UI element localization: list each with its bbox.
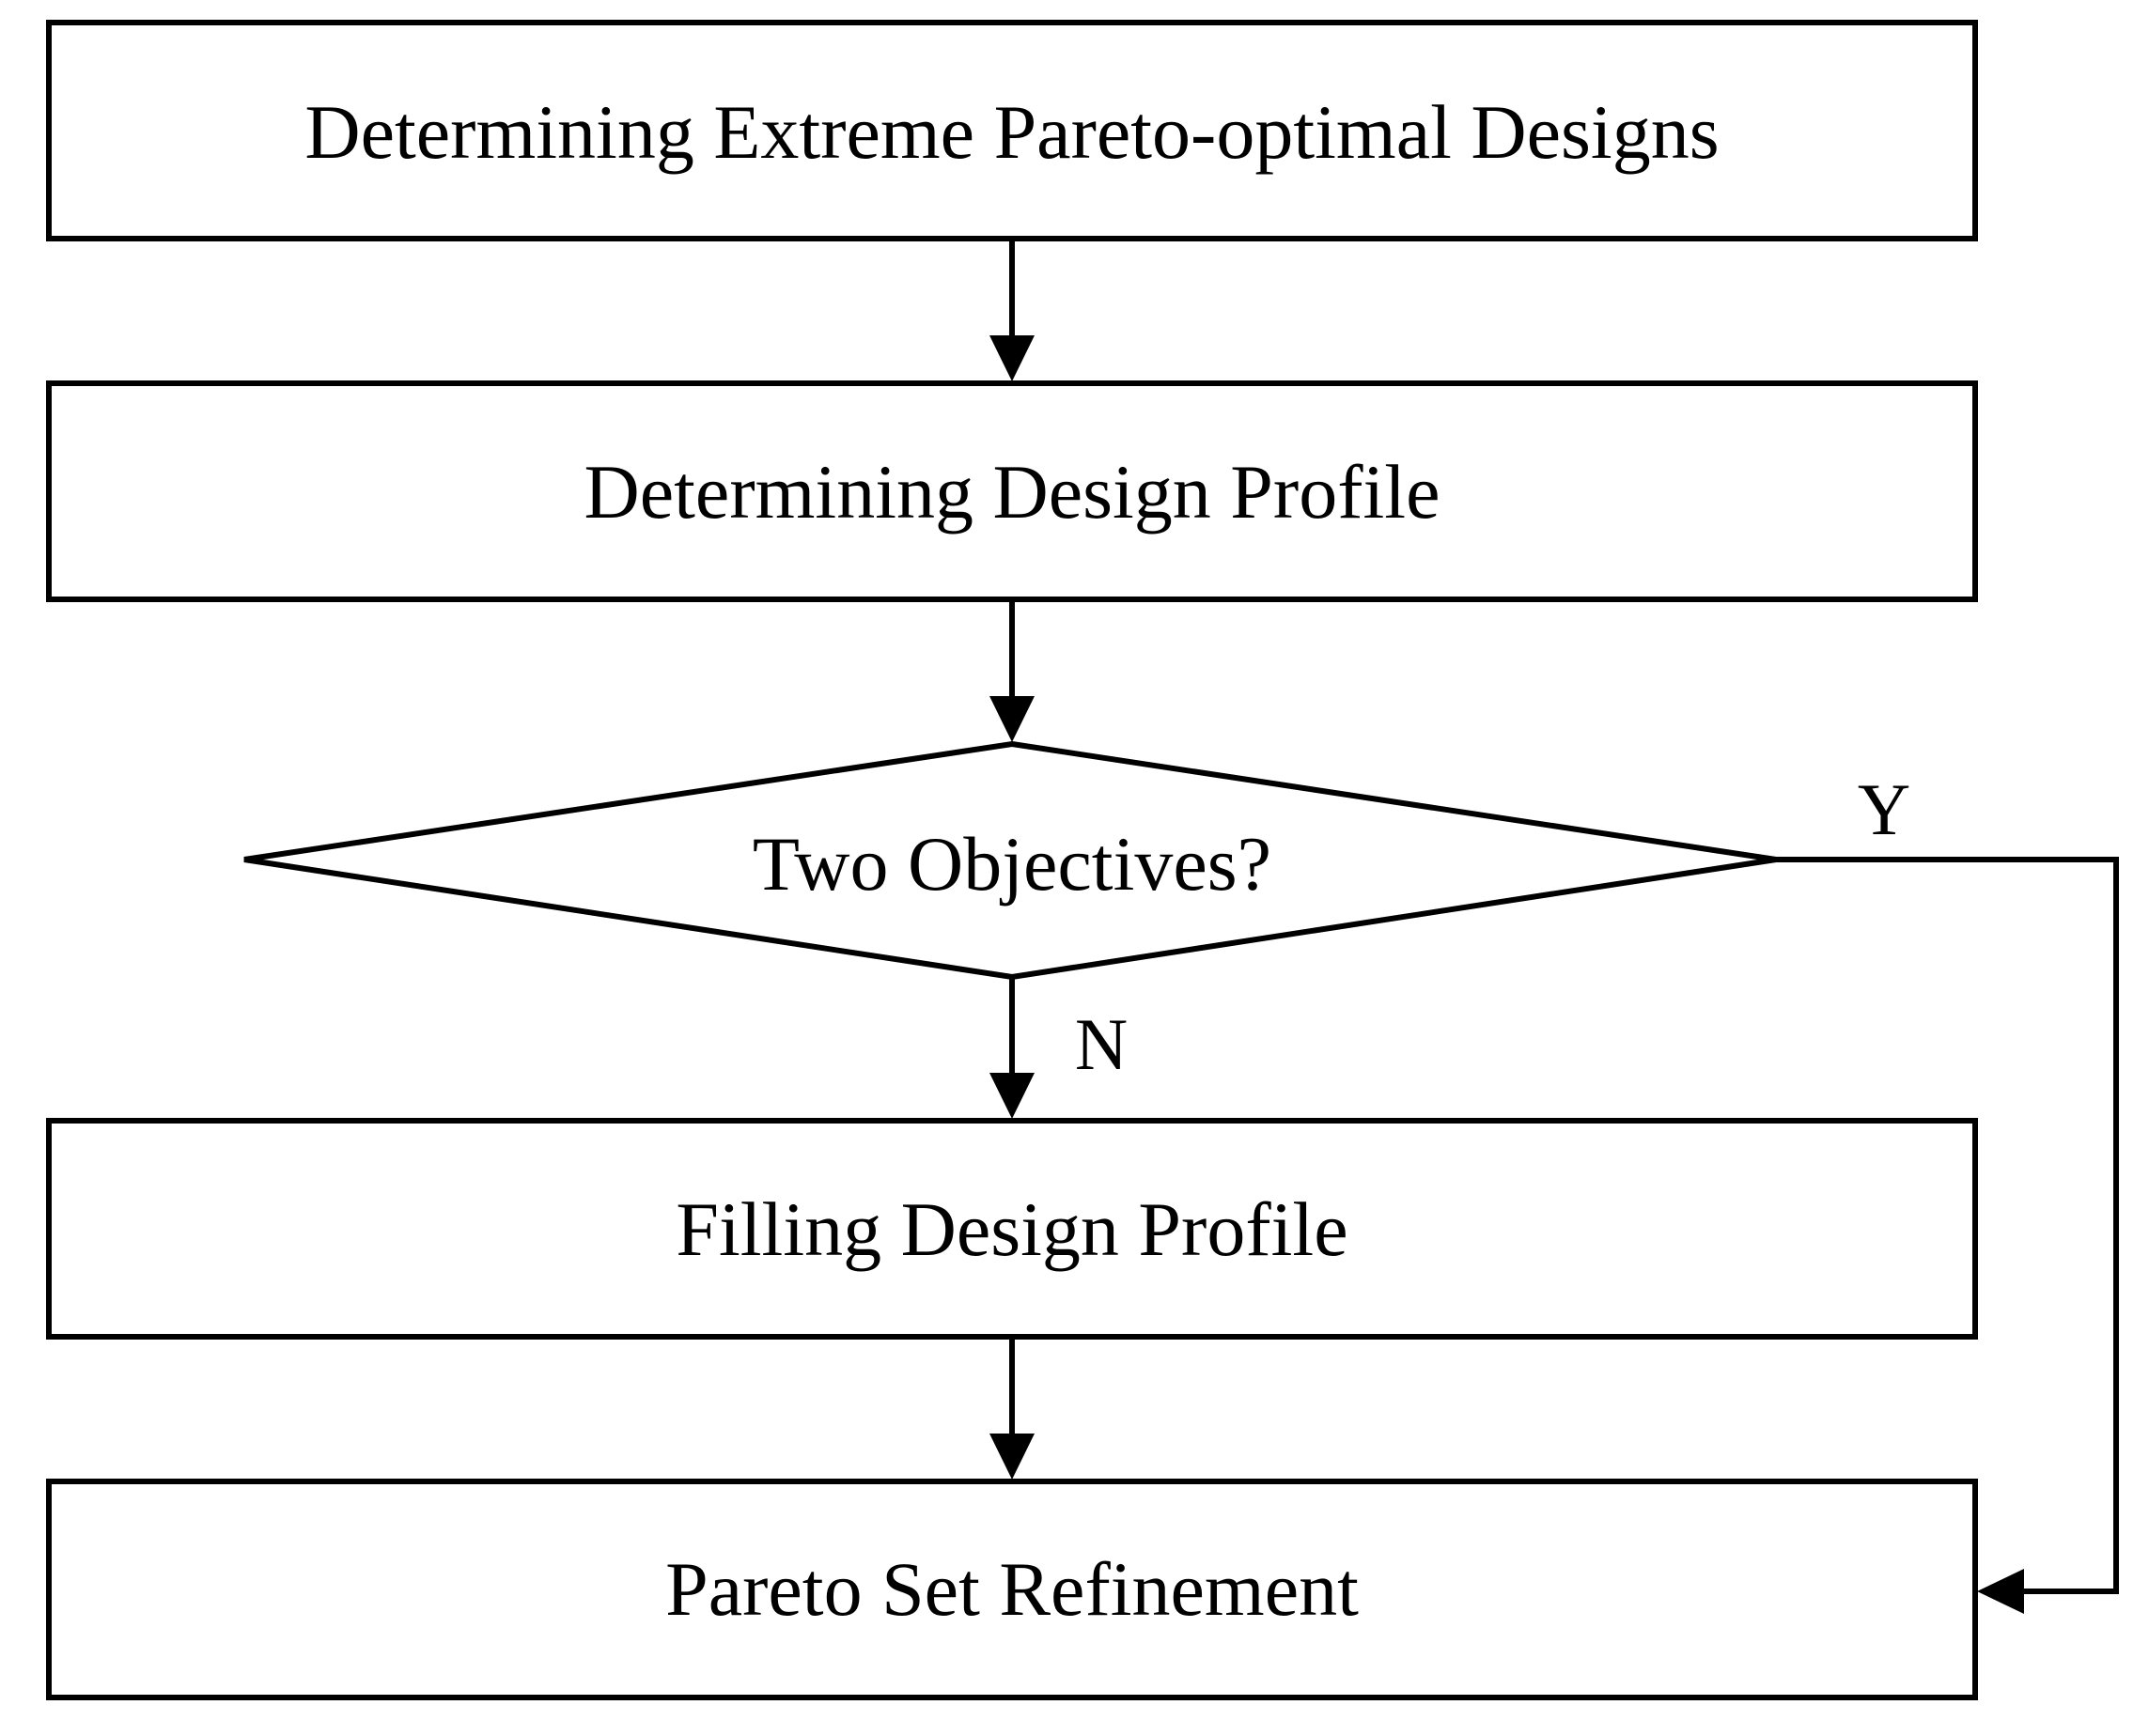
no-branch-label: N bbox=[1075, 1003, 1128, 1085]
arrow-step1-to-step2 bbox=[989, 239, 1035, 381]
step-filling-design-profile: Filling Design Profile bbox=[46, 1118, 1978, 1340]
yes-branch-connector: Y bbox=[1776, 768, 2119, 1614]
decision-two-objectives: Two Objectives? bbox=[243, 740, 1777, 981]
arrow-step3-to-step4 bbox=[989, 1337, 1035, 1480]
step-determining-design-profile: Determining Design Profile bbox=[46, 380, 1978, 602]
step-determining-extreme-designs: Determining Extreme Pareto-optimal Desig… bbox=[46, 20, 1978, 241]
yes-branch-label: Y bbox=[1858, 768, 1910, 850]
step-pareto-set-refinement-label: Pareto Set Refinement bbox=[665, 1546, 1359, 1632]
no-branch-connector: N bbox=[989, 977, 1128, 1119]
step-determining-design-profile-label: Determining Design Profile bbox=[584, 449, 1440, 535]
decision-two-objectives-label: Two Objectives? bbox=[753, 821, 1271, 907]
step-determining-extreme-designs-label: Determining Extreme Pareto-optimal Desig… bbox=[304, 89, 1719, 175]
step-filling-design-profile-label: Filling Design Profile bbox=[676, 1186, 1347, 1272]
step-pareto-set-refinement: Pareto Set Refinement bbox=[46, 1479, 1978, 1700]
arrow-step2-to-decision bbox=[989, 599, 1035, 742]
